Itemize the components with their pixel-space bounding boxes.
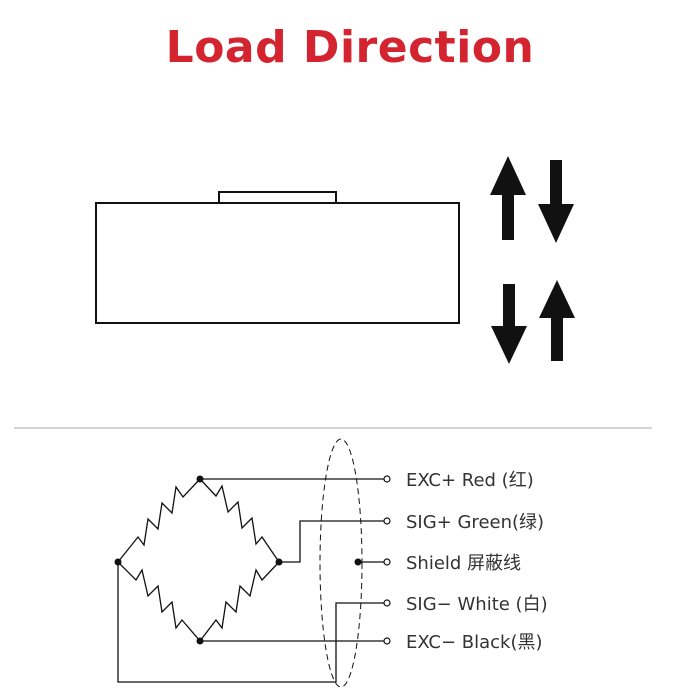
resistor-lower-right [199,561,280,642]
terminal-shield [383,558,391,566]
page-title: Load Direction [165,22,535,73]
label-shield: Shield 屏蔽线 [406,553,521,574]
resistor-upper-right [199,478,280,563]
load-cell-button [218,191,337,204]
shield-ellipse [319,438,363,688]
terminal-exc-minus [383,637,391,645]
label-exc-minus: EXC− Black(黑) [406,632,543,653]
label-sig-minus: SIG− White (白) [406,594,548,615]
load-cell-body [95,202,460,324]
terminal-sig-minus [383,599,391,607]
arrow-down-icon [538,160,574,243]
arrow-down-icon [491,284,527,364]
label-exc-plus: EXC+ Red (红) [406,470,534,491]
junction-dot [114,558,122,566]
wire-sig-minus [117,562,384,683]
junction-dot [196,637,204,645]
wire-sig-plus [279,520,384,563]
junction-dot [354,558,362,566]
resistor-lower-left [117,561,201,642]
junction-dot [196,475,204,483]
junction-dot [275,558,283,566]
resistor-upper-left [117,478,201,563]
label-sig-plus: SIG+ Green(绿) [406,512,544,533]
arrow-up-icon [490,156,526,240]
terminal-exc-plus [383,475,391,483]
arrow-up-icon [539,280,575,361]
terminal-sig-plus [383,517,391,525]
bridge [117,478,384,683]
